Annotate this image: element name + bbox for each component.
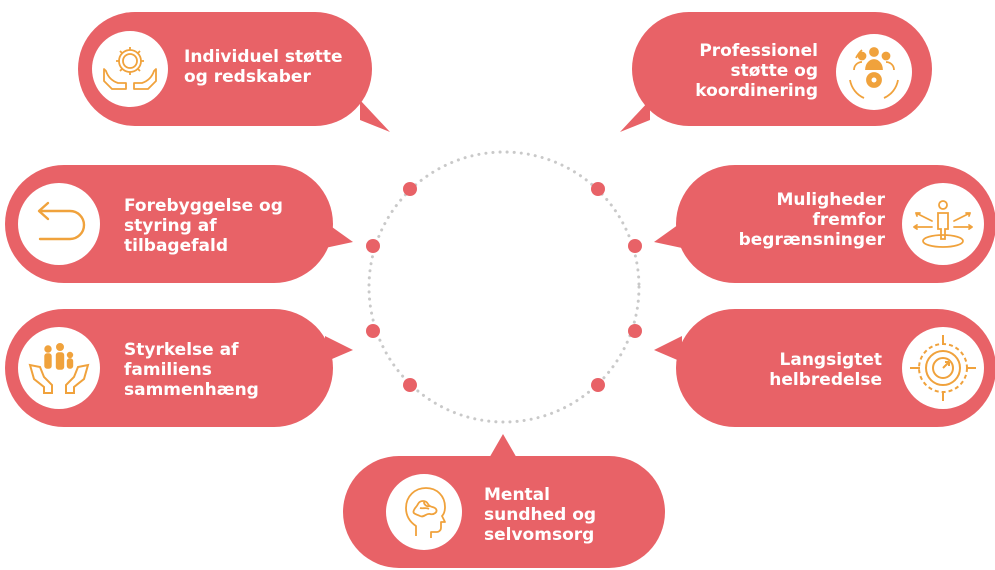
- hands-gear-icon: [92, 31, 168, 107]
- return-arrow-icon: [18, 183, 100, 265]
- ring-dot: [591, 182, 605, 196]
- family-hands-icon: [18, 327, 100, 409]
- ring-dot: [366, 239, 380, 253]
- ring-dot: [403, 378, 417, 392]
- ring-dot: [403, 182, 417, 196]
- ring-dot: [591, 378, 605, 392]
- target-icon: [902, 327, 984, 409]
- head-brain-icon: [386, 474, 462, 550]
- person-arrows-icon: [902, 183, 984, 265]
- ring-dot: [628, 239, 642, 253]
- ring-dot: [366, 324, 380, 338]
- ring-dot: [628, 324, 642, 338]
- team-gear-icon: [836, 34, 912, 110]
